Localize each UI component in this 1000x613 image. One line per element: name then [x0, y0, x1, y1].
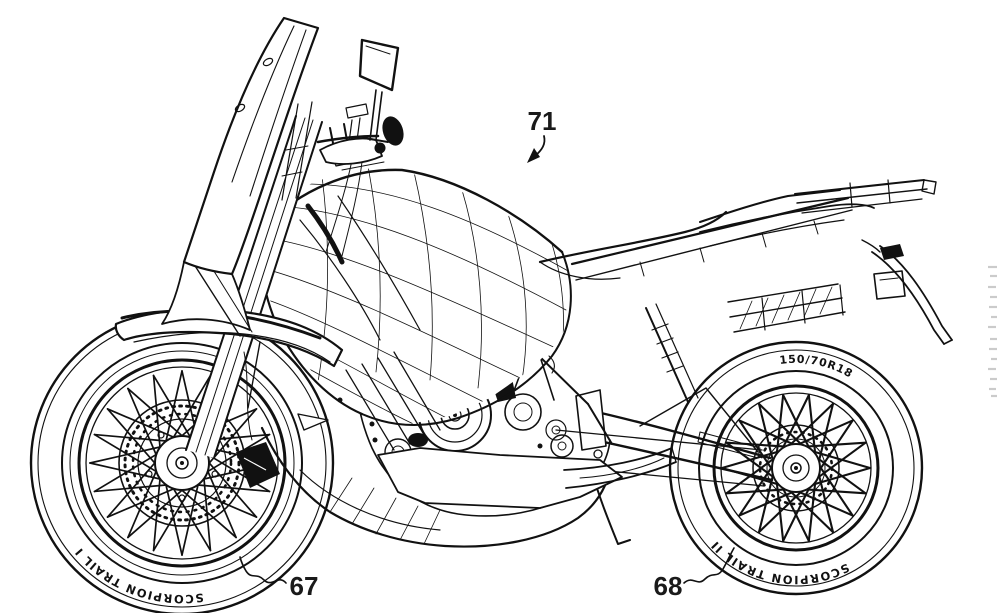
fork-fill: [186, 116, 322, 458]
footpeg: [593, 449, 603, 459]
bash-plate: [377, 447, 623, 509]
ref-67-leader: [239, 556, 287, 584]
handlebar: [316, 134, 380, 144]
rear-assembly: [555, 179, 953, 545]
fender-tail: [297, 413, 329, 431]
luggage-rack: [794, 179, 937, 214]
ref-71-arrowhead: [527, 148, 540, 163]
bar-end: [374, 142, 386, 154]
hand-guard: [319, 137, 383, 165]
seat: [538, 189, 841, 280]
chain-guard: [697, 431, 761, 459]
tail-light: [880, 244, 904, 260]
subframe: [570, 196, 850, 266]
gps-mount: [345, 103, 369, 119]
exhaust: [563, 447, 677, 489]
chain: [555, 429, 763, 451]
rear-shock: [645, 307, 689, 403]
mirror-head: [358, 38, 400, 92]
ref-label-front-wheel: 67: [290, 571, 319, 601]
annotations: 71 67 68: [239, 106, 997, 601]
swingarm: [586, 408, 772, 460]
ref-label-assembly: 71: [528, 106, 557, 136]
rear-wheel: 150/70R18 SCORPION TRAIL II: [668, 340, 924, 596]
steering-head: [305, 203, 345, 265]
rear-tire-brand: SCORPION TRAIL II: [708, 538, 852, 587]
front-sprocket: [550, 434, 574, 458]
throttle-grip: [382, 116, 404, 146]
pannier-bracket: [873, 270, 906, 300]
swingarm-pivot: [575, 389, 607, 451]
ref-label-rear-wheel: 68: [654, 571, 683, 601]
ref-68-leader: [683, 547, 735, 584]
front-end: [114, 16, 404, 488]
rear-hub: [771, 443, 821, 493]
edge-watermark-marks: [988, 265, 997, 398]
front-brake-disc: [118, 399, 246, 527]
rear-tire-size: 150/70R18: [779, 353, 856, 381]
belly-pan: [260, 426, 612, 548]
pannier-rail: [727, 283, 846, 333]
tank-silhouette: [260, 168, 564, 254]
mirror: [358, 38, 400, 143]
cables: [325, 159, 353, 253]
mirror-stalk: [369, 89, 377, 141]
shroud-louvers: [345, 369, 395, 451]
fender-stay: [247, 341, 261, 409]
brake-line: [243, 351, 253, 441]
windscreen: [182, 16, 320, 276]
cockpit: [316, 103, 404, 257]
fork: [185, 115, 297, 451]
grab-rail: [699, 203, 875, 233]
screen-vent: [262, 57, 274, 67]
rear-fender: [861, 239, 953, 345]
bodywork: [259, 168, 841, 451]
